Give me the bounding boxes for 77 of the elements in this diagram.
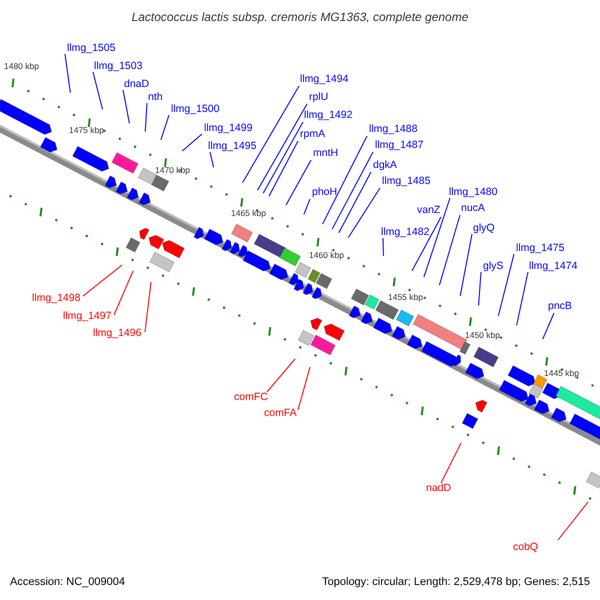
leader-line <box>64 54 71 94</box>
leader-line <box>460 234 472 296</box>
leader-line <box>423 198 450 278</box>
scale-label: 1465 kbp <box>231 208 266 218</box>
gene-label: rplU <box>309 91 328 104</box>
gene-label: llmg_1497 <box>63 310 112 323</box>
gene-label: llmg_1475 <box>516 242 564 255</box>
gene-label: pncB <box>548 300 572 313</box>
leader-line <box>256 104 308 191</box>
gene-label: llmg_1482 <box>381 226 430 239</box>
leader-line <box>338 172 372 234</box>
leader-line <box>144 102 148 132</box>
gene-label: nadD <box>426 482 452 495</box>
leader-line <box>122 90 130 124</box>
leader-line <box>82 264 122 296</box>
scale-label: 1475 kbp <box>69 125 104 135</box>
scale-label: 1450 kbp <box>465 330 500 340</box>
title: Lactococcus lactis subsp. cremoris MG1363, complete genome <box>130 11 470 24</box>
scale-label: 1445 kbp <box>544 368 579 378</box>
gene-label: llmg_1505 <box>67 42 116 55</box>
leader-line <box>516 272 528 326</box>
leader-line <box>210 152 214 168</box>
scale-label: 1455 kbp <box>388 292 423 302</box>
gene-label: phoH <box>312 186 338 199</box>
leader-line <box>348 188 380 238</box>
leader-line <box>286 160 312 206</box>
gene-label: glyS <box>483 260 504 273</box>
leader-line <box>382 238 384 256</box>
leader-line <box>542 312 554 340</box>
leader-line <box>440 442 462 484</box>
gene-label: rpmA <box>300 128 326 141</box>
gene-label: vanZ <box>417 204 440 217</box>
leader-line <box>303 198 310 215</box>
leader-line <box>322 136 368 225</box>
gene-label: llmg_1500 <box>171 103 220 116</box>
leader-line <box>160 114 170 140</box>
leader-line <box>478 272 482 306</box>
gene-label: llmg_1498 <box>32 292 80 305</box>
gene-label: llmg_1480 <box>449 186 498 199</box>
gene-label: nucA <box>461 202 485 215</box>
gene-label: llmg_1487 <box>375 139 424 152</box>
gene-label: dnaD <box>124 78 150 91</box>
gene-label: cobQ <box>513 541 538 554</box>
leader-line <box>558 502 588 540</box>
leader-line <box>268 140 298 197</box>
leader-line <box>144 282 152 332</box>
leader-line <box>262 122 304 194</box>
gene-label: llmg_1503 <box>94 60 142 73</box>
gene-label: llmg_1485 <box>382 175 430 188</box>
scale-label: 1480 kbp <box>4 61 39 71</box>
gene-label: llmg_1494 <box>300 73 348 86</box>
gene-label: llmg_1488 <box>369 123 418 136</box>
gene-label: glyQ <box>473 222 495 235</box>
gene-label: comFC <box>234 391 268 404</box>
leader-line <box>266 358 296 392</box>
scale-label: 1460 kbp <box>309 250 344 260</box>
leader-line <box>438 214 460 286</box>
scale-label: 1470 kbp <box>155 165 190 175</box>
gene-label: llmg_1474 <box>529 260 578 273</box>
info-text: Topology: circular; Length: 2,529,478 bp; Genes: 2,515 <box>322 576 590 589</box>
leader-line <box>242 86 300 184</box>
leader-line <box>298 366 310 410</box>
gene-label: dgkA <box>373 159 397 172</box>
gene-label: llmg_1496 <box>93 327 142 340</box>
leader-line <box>182 134 202 152</box>
gene-label: llmg_1492 <box>304 109 352 122</box>
leader-line <box>412 216 442 272</box>
gene-label: comFA <box>264 407 297 420</box>
leader-line <box>114 270 134 316</box>
gene-label: mntH <box>313 147 338 160</box>
leader-line <box>332 152 374 230</box>
gene-label: llmg_1499 <box>204 122 252 135</box>
leader-line <box>498 254 514 316</box>
leader-line <box>92 72 104 110</box>
gene-label: llmg_1495 <box>208 140 256 153</box>
info-text: Accession: NC_009004 <box>10 576 125 589</box>
gene-label: nth <box>148 91 163 104</box>
